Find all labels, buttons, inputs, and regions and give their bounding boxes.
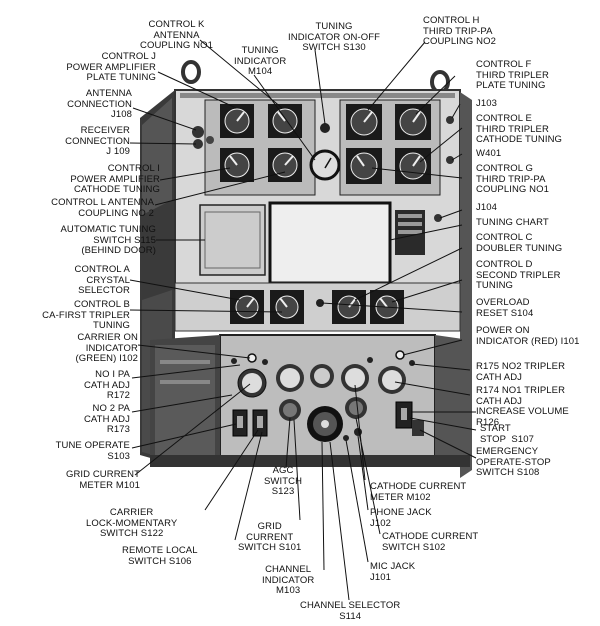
tuning-indicator-meter [309,149,341,181]
label-control-l: CONTROL L ANTENNA COUPLING NO 2 [51,197,154,219]
label-control-e: CONTROL E THIRD TRIPLER CATHODE TUNING [476,113,563,145]
dial-control-h [346,104,382,140]
label-w401: W401 [476,148,502,159]
grid-current-meter [237,368,267,398]
label-channel-indicator: CHANNEL INDICATOR M103 [262,564,315,596]
label-remote-local: REMOTE LOCAL SWITCH S106 [122,545,198,567]
cathode-current-meter [341,364,369,392]
w401-connector [446,156,454,164]
label-control-b: CONTROL B CA-FIRST TRIPLER TUNING [42,299,130,331]
dial-control-k [268,104,302,138]
label-overload-reset: OVERLOAD RESET S104 [476,297,534,319]
meter-mid-center [310,364,334,388]
tuning-switch-knob [320,123,330,133]
label-grid-current-switch: GRID CURRENT SWITCH S101 [238,521,302,553]
mic-jack [343,435,349,441]
cathode-current-switch [345,397,367,419]
label-tuning-chart: TUNING CHART [476,217,549,228]
label-no2-pa: NO 2 PA CATH ADJ R173 [83,403,130,435]
label-control-c: CONTROL C DOUBLER TUNING [476,232,563,254]
label-carrier-lock: CARRIER LOCK-MOMENTARY SWITCH S122 [86,507,178,539]
j104-connector [434,214,442,222]
label-no1-pa: NO I PA CATH ADJ R172 [83,369,130,401]
label-carrier-on: CARRIER ON INDICATOR (GREEN) I102 [75,332,138,364]
label-grid-current-meter: GRID CURRENT METER M101 [65,469,140,491]
emergency-switch [412,420,424,436]
label-r175: R175 NO2 TRIPLER CATH ADJ [476,361,566,383]
label-phone-jack: PHONE JACK J102 [370,507,432,529]
dial-control-a [230,290,264,324]
dial-control-l [268,148,302,182]
dial-control-i [220,148,254,182]
label-control-a: CONTROL A CRYSTAL SELECTOR [74,264,130,296]
label-cathode-current-switch: CATHODE CURRENT SWITCH S102 [382,531,479,553]
meter-mid-left [276,364,304,392]
label-receiver-connection: RECEIVER CONNECTION J 109 [65,125,130,157]
agc-switch [279,399,301,421]
label-control-g: CONTROL G THIRD TRIP-PA COUPLING NO1 [476,163,549,195]
dial-control-f [395,104,431,140]
label-control-f: CONTROL F THIRD TRIPLER PLATE TUNING [476,59,549,91]
tuning-chart [268,201,392,285]
label-agc-switch: AGC SWITCH S123 [264,465,303,497]
dial-control-g [346,148,382,184]
lifting-ring-left [181,60,201,84]
channel-indicator [307,406,343,442]
label-control-d: CONTROL D SECOND TRIPLER TUNING [476,259,561,291]
label-emergency: EMERGENCY OPERATE-STOP SWITCH S108 [476,446,551,478]
label-power-on: POWER ON INDICATOR (RED) I101 [476,325,580,347]
label-increase-volume: INCREASE VOLUME R126 [476,406,569,428]
label-antenna-connection: ANTENNA CONNECTION J108 [67,88,132,120]
label-control-k: CONTROL K ANTENNA COUPLING NO1 [140,19,213,51]
label-j104: J104 [476,202,498,213]
dial-control-b [270,290,304,324]
dial-control-j [220,104,254,138]
antenna-connector [192,126,204,138]
label-cathode-current-meter: CATHODE CURRENT METER M102 [370,481,467,503]
label-control-i: CONTROL I POWER AMPLIFIER CATHODE TUNING [70,163,160,195]
overload-reset-button [316,299,324,307]
label-j103: J103 [476,98,498,109]
cabinet-base [150,455,470,467]
label-control-h: CONTROL H THIRD TRIP-PA COUPLING NO2 [423,15,496,47]
label-tune-operate: TUNE OPERATE S103 [55,440,130,462]
label-tuning-indicator-switch: TUNING INDICATOR ON-OFF SWITCH S130 [288,21,381,53]
label-control-j: CONTROL J POWER AMPLIFIER PLATE TUNING [66,51,156,83]
leader-lines [129,39,477,601]
dial-control-c [332,290,366,324]
label-start-stop: START STOP S107 [480,423,534,445]
label-channel-selector: CHANNEL SELECTOR S114 [300,600,401,622]
label-tuning-indicator: TUNING INDICATOR M104 [234,45,287,77]
receiver-connector [193,139,203,149]
tuning-door [199,204,266,276]
dial-control-e [395,148,431,184]
power-on-light [395,350,405,360]
meter-right [378,366,406,394]
label-automatic-tuning: AUTOMATIC TUNING SWITCH S115 (BEHIND DOO… [60,224,156,256]
label-mic-jack: MIC JACK J101 [370,561,416,583]
label-r174: R174 NO1 TRIPLER CATH ADJ [476,385,566,407]
